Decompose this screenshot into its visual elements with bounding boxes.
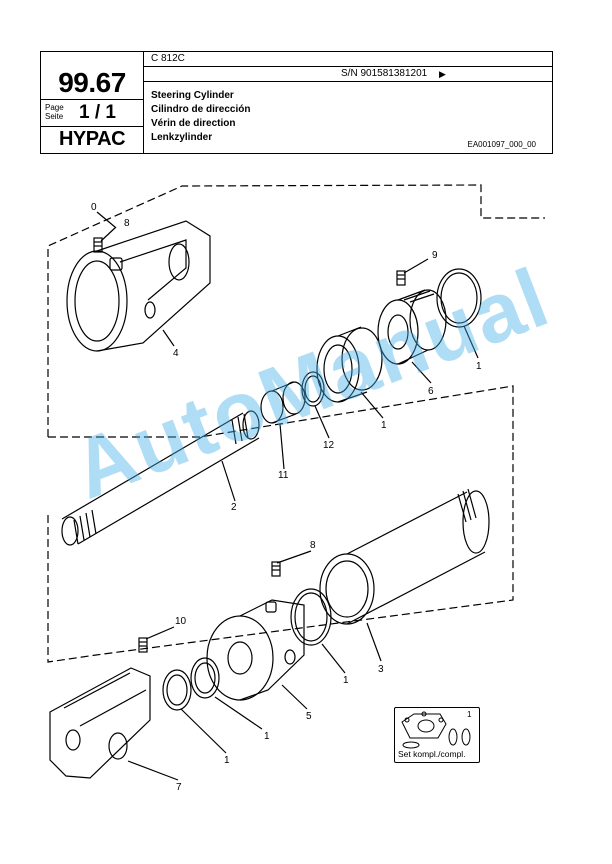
callout-4: 4 bbox=[173, 348, 179, 359]
callout-1-e: 1 bbox=[224, 755, 230, 766]
title-en: Steering Cylinder bbox=[151, 90, 234, 101]
piston-rod-part bbox=[61, 410, 260, 546]
title-es: Cilindro de dirección bbox=[151, 104, 251, 115]
piston-part bbox=[377, 289, 447, 365]
serial-arrow-icon: ▶ bbox=[439, 69, 446, 79]
title-block: C 812C S/N 901581381201 ▶ 99.67 Page Sei… bbox=[40, 51, 553, 154]
cylinder-tube-part bbox=[319, 488, 490, 625]
title-de: Lenkzylinder bbox=[151, 132, 213, 143]
callout-1-b: 1 bbox=[381, 420, 387, 431]
callout-2: 2 bbox=[231, 502, 237, 513]
callout-labels: 0 8 4 9 1 6 1 12 11 2 8 3 1 5 1 10 1 7 bbox=[91, 202, 482, 793]
callout-6: 6 bbox=[428, 386, 434, 397]
clevis-end-part bbox=[49, 667, 151, 779]
callout-7: 7 bbox=[176, 782, 182, 793]
seal-kit-label: Set kompl./compl. bbox=[398, 749, 466, 759]
spacer-part bbox=[260, 381, 306, 424]
o-ring-part bbox=[290, 588, 332, 646]
section-number: 99.67 bbox=[58, 67, 126, 98]
callout-10: 10 bbox=[175, 616, 187, 627]
callout-12: 12 bbox=[323, 440, 335, 451]
callout-5: 5 bbox=[306, 711, 312, 722]
seal-kit-box bbox=[394, 707, 480, 763]
callout-3: 3 bbox=[378, 664, 384, 675]
set-screw-part bbox=[271, 561, 281, 577]
callout-9: 9 bbox=[432, 250, 438, 261]
seal-kit-number: 1 bbox=[467, 710, 472, 719]
model-number: C 812C bbox=[151, 53, 185, 64]
callout-1-d: 1 bbox=[264, 731, 270, 742]
serial-number: S/N 901581381201 bbox=[341, 68, 428, 79]
callout-11: 11 bbox=[278, 470, 289, 481]
callout-8-bottom: 8 bbox=[310, 540, 316, 551]
brand-logo: HYPAC bbox=[58, 128, 126, 150]
page-label: Page Seite bbox=[45, 103, 64, 121]
clevis-head-part bbox=[66, 220, 211, 352]
document-reference: EA001097_000_00 bbox=[467, 140, 536, 149]
page-number: 1 / 1 bbox=[79, 102, 116, 123]
cylinder-head-part bbox=[206, 599, 305, 701]
part-titles: Steering Cylinder Cilindro de dirección … bbox=[151, 89, 250, 145]
o-ring-part bbox=[436, 268, 482, 328]
seal-part bbox=[162, 669, 192, 711]
callout-8-top: 8 bbox=[124, 218, 130, 229]
callout-1-c: 1 bbox=[343, 675, 349, 686]
callout-0: 0 bbox=[91, 202, 97, 213]
seal-kit-icon bbox=[401, 711, 471, 749]
set-screw-part bbox=[138, 637, 148, 653]
screw-part bbox=[396, 270, 406, 286]
set-screw-part bbox=[93, 237, 103, 253]
callout-1-a: 1 bbox=[476, 361, 482, 372]
guide-ring-part bbox=[301, 371, 325, 407]
o-ring-part bbox=[190, 657, 220, 699]
title-fr: Vérin de direction bbox=[151, 118, 236, 129]
